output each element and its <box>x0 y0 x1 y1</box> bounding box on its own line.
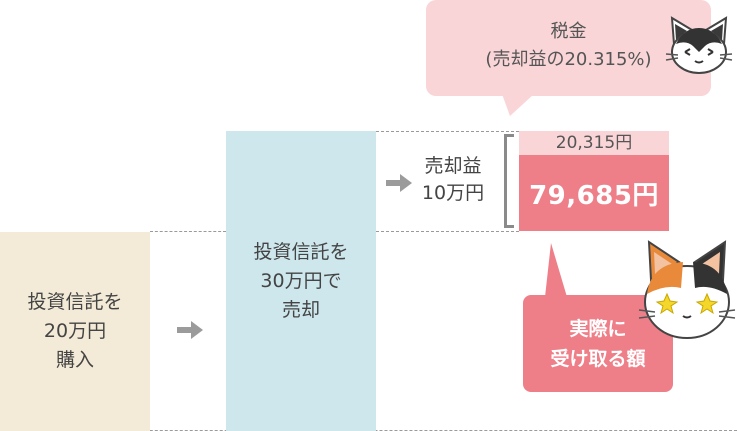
cat-bw-icon <box>665 16 733 74</box>
arrow-right-icon <box>177 321 203 339</box>
cat-calico-icon <box>638 240 736 339</box>
tax-bubble-line2: (売却益の20.315%) <box>485 49 652 70</box>
sale-line1: 投資信託を <box>253 240 349 263</box>
purchase-line3: 購入 <box>55 349 94 371</box>
sale-line2: 30万円で <box>260 269 342 292</box>
net-bubble-tail <box>545 243 567 297</box>
bracket <box>504 134 514 228</box>
tax-bubble-line1: 税金 <box>550 21 587 42</box>
purchase-line2: 20万円 <box>43 320 107 342</box>
gain-line1: 売却益 <box>424 155 482 177</box>
tax-bubble-tail <box>502 94 534 116</box>
net-bubble-line1: 実際に <box>569 317 627 340</box>
guide-line-mid-left <box>150 231 226 232</box>
sale-box: 投資信託を 30万円で 売却 <box>226 131 376 431</box>
gain-line2: 10万円 <box>421 182 485 204</box>
guide-line-mid-right <box>376 231 519 232</box>
guide-line-top <box>376 131 519 132</box>
gain-label: 売却益 10万円 <box>416 153 490 207</box>
purchase-line1: 投資信託を <box>27 291 123 313</box>
net-amount-bar: 79,685円 <box>519 155 669 231</box>
sale-line3: 売却 <box>281 298 320 321</box>
tax-amount-bar: 20,315円 <box>519 131 669 155</box>
net-bubble-line2: 受け取る額 <box>550 347 646 370</box>
tax-bubble: 税金 (売却益の20.315%) <box>426 0 711 96</box>
arrow-right-icon <box>386 174 412 192</box>
purchase-box: 投資信託を 20万円 購入 <box>0 232 150 431</box>
